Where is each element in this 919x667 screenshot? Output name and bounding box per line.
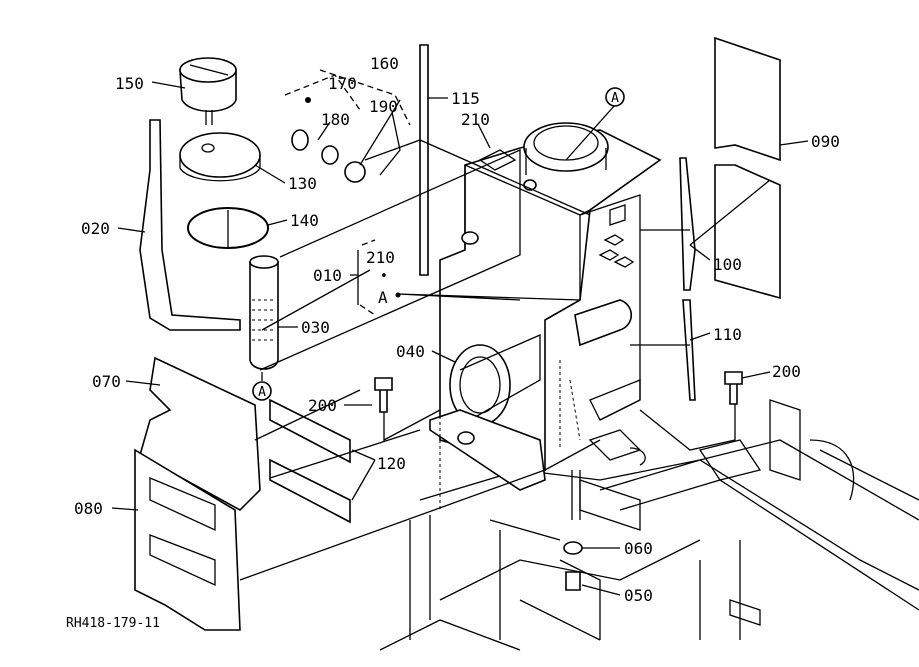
insulation-plates bbox=[419, 36, 781, 401]
reference-a-top: A bbox=[605, 87, 625, 107]
label-030: 030 bbox=[301, 318, 330, 337]
leader-lines bbox=[111, 81, 809, 596]
label-200-left: 200 bbox=[308, 396, 337, 415]
label-130: 130 bbox=[288, 174, 317, 193]
label-140: 140 bbox=[290, 211, 319, 230]
label-040: 040 bbox=[396, 342, 425, 361]
label-115: 115 bbox=[451, 89, 480, 108]
label-050: 050 bbox=[624, 586, 653, 605]
label-170: 170 bbox=[328, 74, 357, 93]
label-150: 150 bbox=[115, 74, 144, 93]
part-labels: 150 170 160 180 190 115 210 090 130 020 … bbox=[66, 54, 840, 631]
label-160: 160 bbox=[370, 54, 399, 73]
bracket-020 bbox=[139, 119, 241, 331]
label-060: 060 bbox=[624, 539, 653, 558]
group-dot: • bbox=[380, 269, 388, 284]
label-080: 080 bbox=[74, 499, 103, 518]
label-110: 110 bbox=[713, 325, 742, 344]
label-210-group: 210 bbox=[366, 248, 395, 267]
label-120: 120 bbox=[377, 454, 406, 473]
reference-a-filter: A bbox=[252, 372, 272, 401]
label-100: 100 bbox=[713, 255, 742, 274]
label-020: 020 bbox=[81, 219, 110, 238]
label-210: 210 bbox=[461, 110, 490, 129]
label-200-right: 200 bbox=[772, 362, 801, 381]
tank-cap-assembly bbox=[179, 57, 279, 370]
label-010: 010 bbox=[313, 266, 342, 285]
label-a-group: A bbox=[378, 288, 388, 307]
fittings bbox=[284, 69, 411, 183]
reference-label: A bbox=[611, 91, 619, 106]
drawing-number: RH418-179-11 bbox=[66, 616, 160, 631]
label-090: 090 bbox=[811, 132, 840, 151]
reference-label: A bbox=[258, 385, 266, 400]
fuel-tank bbox=[429, 122, 662, 510]
side-covers bbox=[134, 356, 351, 631]
label-190: 190 bbox=[369, 97, 398, 116]
label-180: 180 bbox=[321, 110, 350, 129]
label-070: 070 bbox=[92, 372, 121, 391]
